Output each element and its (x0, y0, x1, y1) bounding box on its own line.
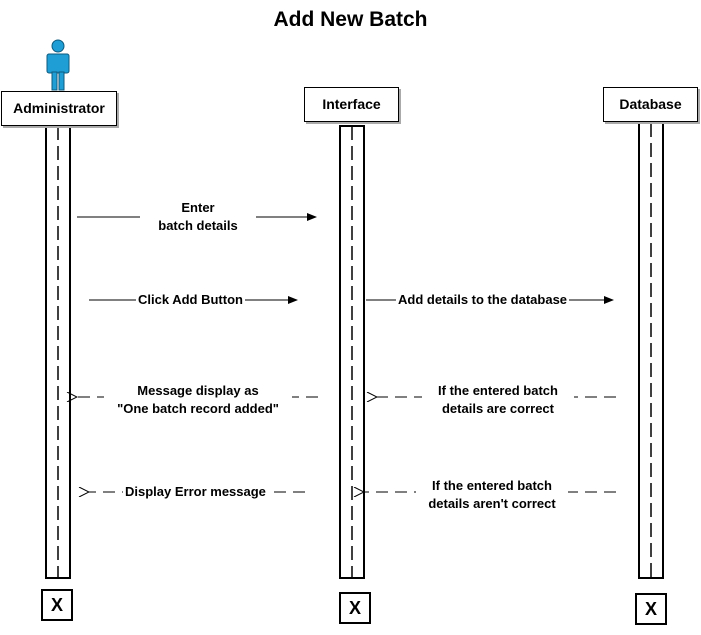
message-details-correct: If the entered batch details are correct (422, 382, 574, 418)
database-destroy-marker: X (635, 593, 667, 625)
interface-label: Interface (322, 96, 381, 112)
message-enter-batch-details: Enter batch details (140, 199, 256, 235)
message-success-line1: Message display as (137, 383, 259, 398)
actor-icon (46, 39, 70, 91)
message-display-error: Display Error message (123, 483, 268, 501)
database-label: Database (619, 96, 682, 112)
administrator-destroy-marker: X (41, 589, 73, 621)
message-correct-line2: details are correct (441, 401, 554, 416)
message-add-details-to-database: Add details to the database (396, 291, 570, 309)
message-correct-line1: If the entered batch (438, 383, 558, 398)
message-enter-line1: Enter (181, 200, 215, 215)
administrator-lifeline-box: Administrator (1, 91, 117, 126)
message-display-success: Message display as "One batch record add… (104, 382, 292, 418)
message-incorrect-line2: details aren't correct (428, 496, 556, 511)
interface-lifeline-box: Interface (304, 87, 399, 122)
database-lifeline-box: Database (603, 87, 698, 122)
message-enter-line2: batch details (158, 218, 238, 233)
interface-destroy-marker: X (339, 592, 371, 624)
diagram-title: Add New Batch (273, 8, 428, 31)
administrator-label: Administrator (13, 100, 105, 116)
message-success-line2: "One batch record added" (117, 401, 279, 416)
message-click-add-button: Click Add Button (136, 291, 245, 309)
message-incorrect-line1: If the entered batch (432, 478, 552, 493)
message-details-incorrect: If the entered batch details aren't corr… (416, 477, 568, 513)
